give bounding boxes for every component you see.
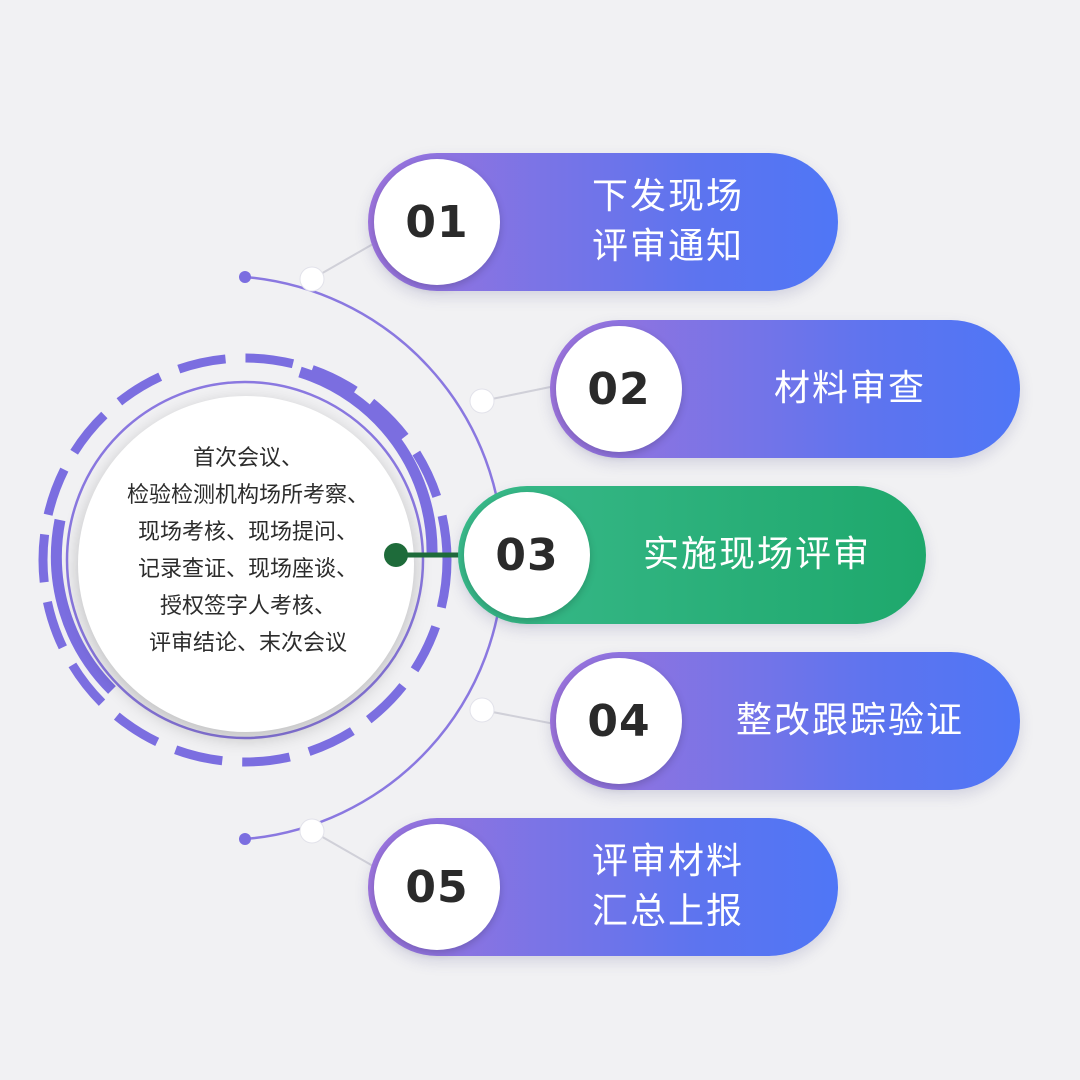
center-description: 首次会议、 检验检测机构场所考察、 现场考核、现场提问、 记录查证、现场座谈、 … [126, 446, 369, 656]
step-02-label: 材料审查 [773, 368, 926, 409]
connector-02 [481, 384, 561, 402]
connector-04 [481, 709, 561, 726]
connector-05 [311, 830, 381, 871]
step-04[interactable]: 04 整改跟踪验证 [550, 652, 1020, 790]
step-01-label: 下发现场 评审通知 [591, 176, 744, 267]
step-05-label: 评审材料 汇总上报 [591, 841, 744, 932]
step-01[interactable]: 01 下发现场 评审通知 [368, 153, 838, 291]
step-03-label: 实施现场评审 [642, 534, 871, 575]
thin-inner-ring [65, 380, 425, 740]
step-04-number-badge: 04 [556, 658, 682, 784]
step-01-number: 01 [405, 196, 469, 248]
active-connector-dot [384, 543, 408, 567]
inner-arc-left [50, 518, 116, 694]
step-02-number-badge: 02 [556, 326, 682, 452]
step-03-number-badge: 03 [464, 492, 590, 618]
arc-end-dot-top [239, 271, 251, 283]
step-02[interactable]: 02 材料审查 [550, 320, 1020, 458]
step-03-number: 03 [495, 529, 559, 581]
step-01-number-badge: 01 [374, 159, 500, 285]
step-05-number: 05 [405, 861, 469, 913]
step-04-label: 整改跟踪验证 [735, 700, 964, 741]
step-03[interactable]: 03 实施现场评审 [458, 486, 926, 624]
step-05[interactable]: 05 评审材料 汇总上报 [368, 818, 838, 956]
connector-01 [311, 239, 381, 280]
arc-end-dot-bottom [239, 833, 251, 845]
center-circle [78, 396, 414, 732]
step-05-number-badge: 05 [374, 824, 500, 950]
inner-arc-right [298, 366, 438, 557]
arc-node-02 [469, 388, 495, 414]
arc-node-01 [299, 266, 325, 292]
arc-node-04 [469, 697, 495, 723]
dashed-ring [38, 353, 452, 767]
arc-node-05 [299, 818, 325, 844]
step-02-number: 02 [587, 363, 651, 415]
step-04-number: 04 [587, 695, 651, 747]
